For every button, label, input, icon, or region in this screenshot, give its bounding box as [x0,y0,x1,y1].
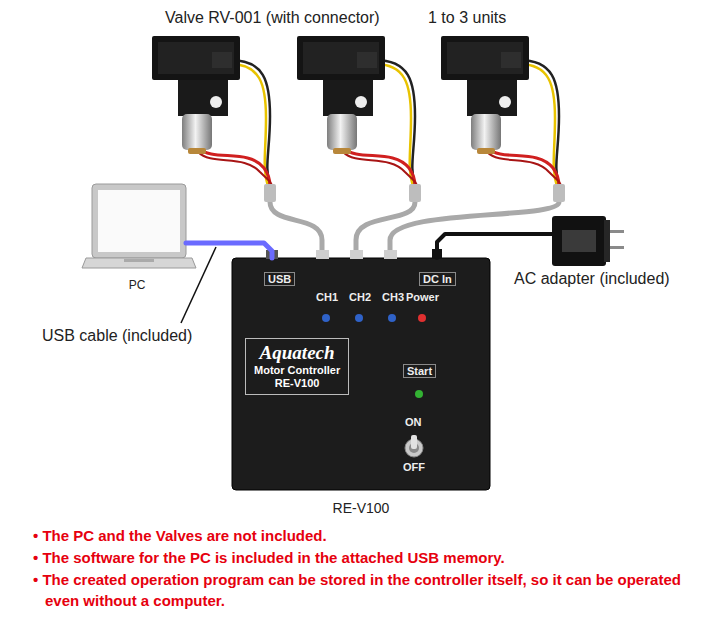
valve-cable [270,202,322,252]
laptop-screen [92,184,186,258]
laptop-display [98,190,180,252]
port-label: USB [264,272,295,286]
toggle-lever [411,435,417,449]
cable-connector [186,243,272,258]
note-text: • The software for the PC is included in… [33,547,685,568]
leader-line [181,247,216,323]
ac-adapter: AC adapter (included) [552,214,624,268]
laptop-base [82,258,196,268]
valve-picture [297,36,421,202]
part-name: Valve RV-001 (with connector) [165,9,380,27]
indicator-label: Power [406,291,439,303]
valve-picture [441,36,565,202]
adapter-sticker [562,230,596,252]
channel-plug [350,250,363,259]
cable-connector [437,234,552,258]
adapter-prong [610,230,624,233]
channel-plug [384,250,397,259]
port-label: DC In [419,272,456,286]
channel-plug [316,250,329,259]
channel-led [355,314,363,322]
cable-label: USB cable (included) [42,327,192,345]
brand-name: Aquatech [254,342,340,364]
channel-label: CH2 [349,291,371,303]
valve-cable [390,202,559,252]
switch-label: ON [405,416,422,428]
model-name: RE-V100 [254,377,340,390]
note-text: • The PC and the Valves are not included… [33,525,685,546]
adapter-body [552,216,606,266]
note-text: • The created operation program can be s… [33,569,685,611]
product-caption: RE-V100 [232,500,490,516]
channel-led [388,314,396,322]
pc-laptop: PC [88,182,186,274]
plate-text: Motor Controller [254,364,340,377]
adapter-side [604,220,610,262]
device-label: AC adapter (included) [514,270,586,288]
channel-led [322,314,330,322]
switch-label: OFF [403,461,425,473]
laptop-hinge [124,259,154,262]
power-led [418,314,426,322]
channel-label: CH3 [382,291,404,303]
channel-label: CH1 [316,291,338,303]
controller-housing [232,258,490,490]
start-led [415,390,423,398]
device-label: PC [88,278,186,292]
name-plate: AquatechMotor ControllerRE-V100 [245,338,349,395]
valve-picture [152,36,276,202]
button-label: Start [403,364,436,378]
adapter-prong [610,246,624,249]
quantity-note: 1 to 3 units [428,9,506,27]
